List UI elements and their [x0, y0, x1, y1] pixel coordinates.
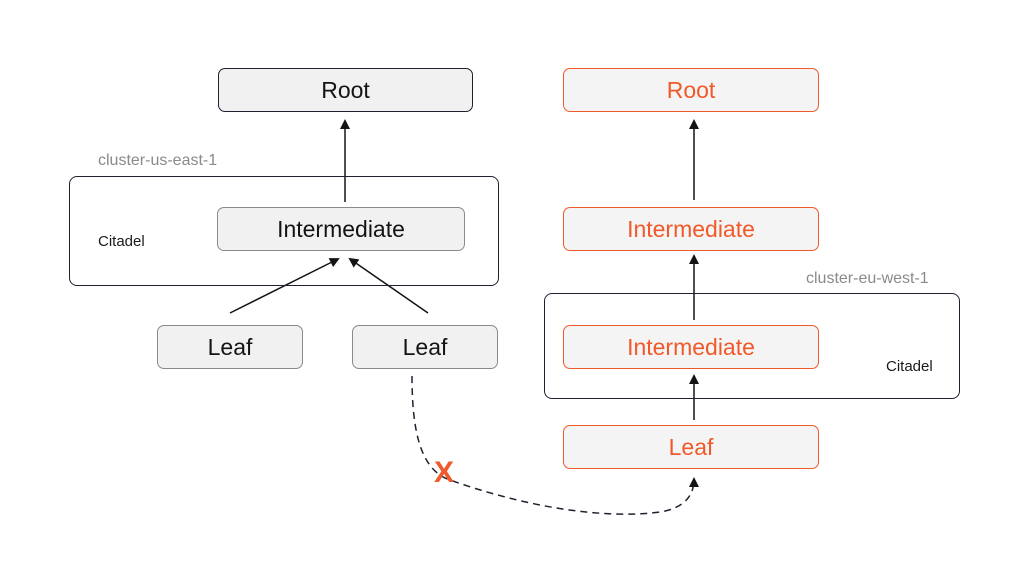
right-cluster-box: [544, 293, 960, 399]
left-leaf-node-1[interactable]: Leaf: [157, 325, 303, 369]
left-leaf-node-2[interactable]: Leaf: [352, 325, 498, 369]
right-cluster-label: cluster-eu-west-1: [806, 270, 929, 287]
right-intermediate-node-2[interactable]: Intermediate: [563, 325, 819, 369]
dashed-link-left-leaf-to-right-leaf: [411, 375, 699, 515]
right-citadel-label: Citadel: [886, 358, 933, 375]
blocked-x-mark: X: [434, 456, 455, 489]
left-cluster-label: cluster-us-east-1: [98, 152, 218, 169]
left-citadel-label: Citadel: [98, 233, 145, 250]
left-root-node[interactable]: Root: [218, 68, 473, 112]
left-intermediate-node[interactable]: Intermediate: [217, 207, 465, 251]
right-intermediate-node-1[interactable]: Intermediate: [563, 207, 819, 251]
right-root-node[interactable]: Root: [563, 68, 819, 112]
arrow-left-leaf2-to-intermediate: [348, 257, 429, 314]
left-cluster-box: [69, 176, 499, 286]
arrow-left-leaf1-to-intermediate: [229, 258, 340, 314]
right-leaf-node[interactable]: Leaf: [563, 425, 819, 469]
